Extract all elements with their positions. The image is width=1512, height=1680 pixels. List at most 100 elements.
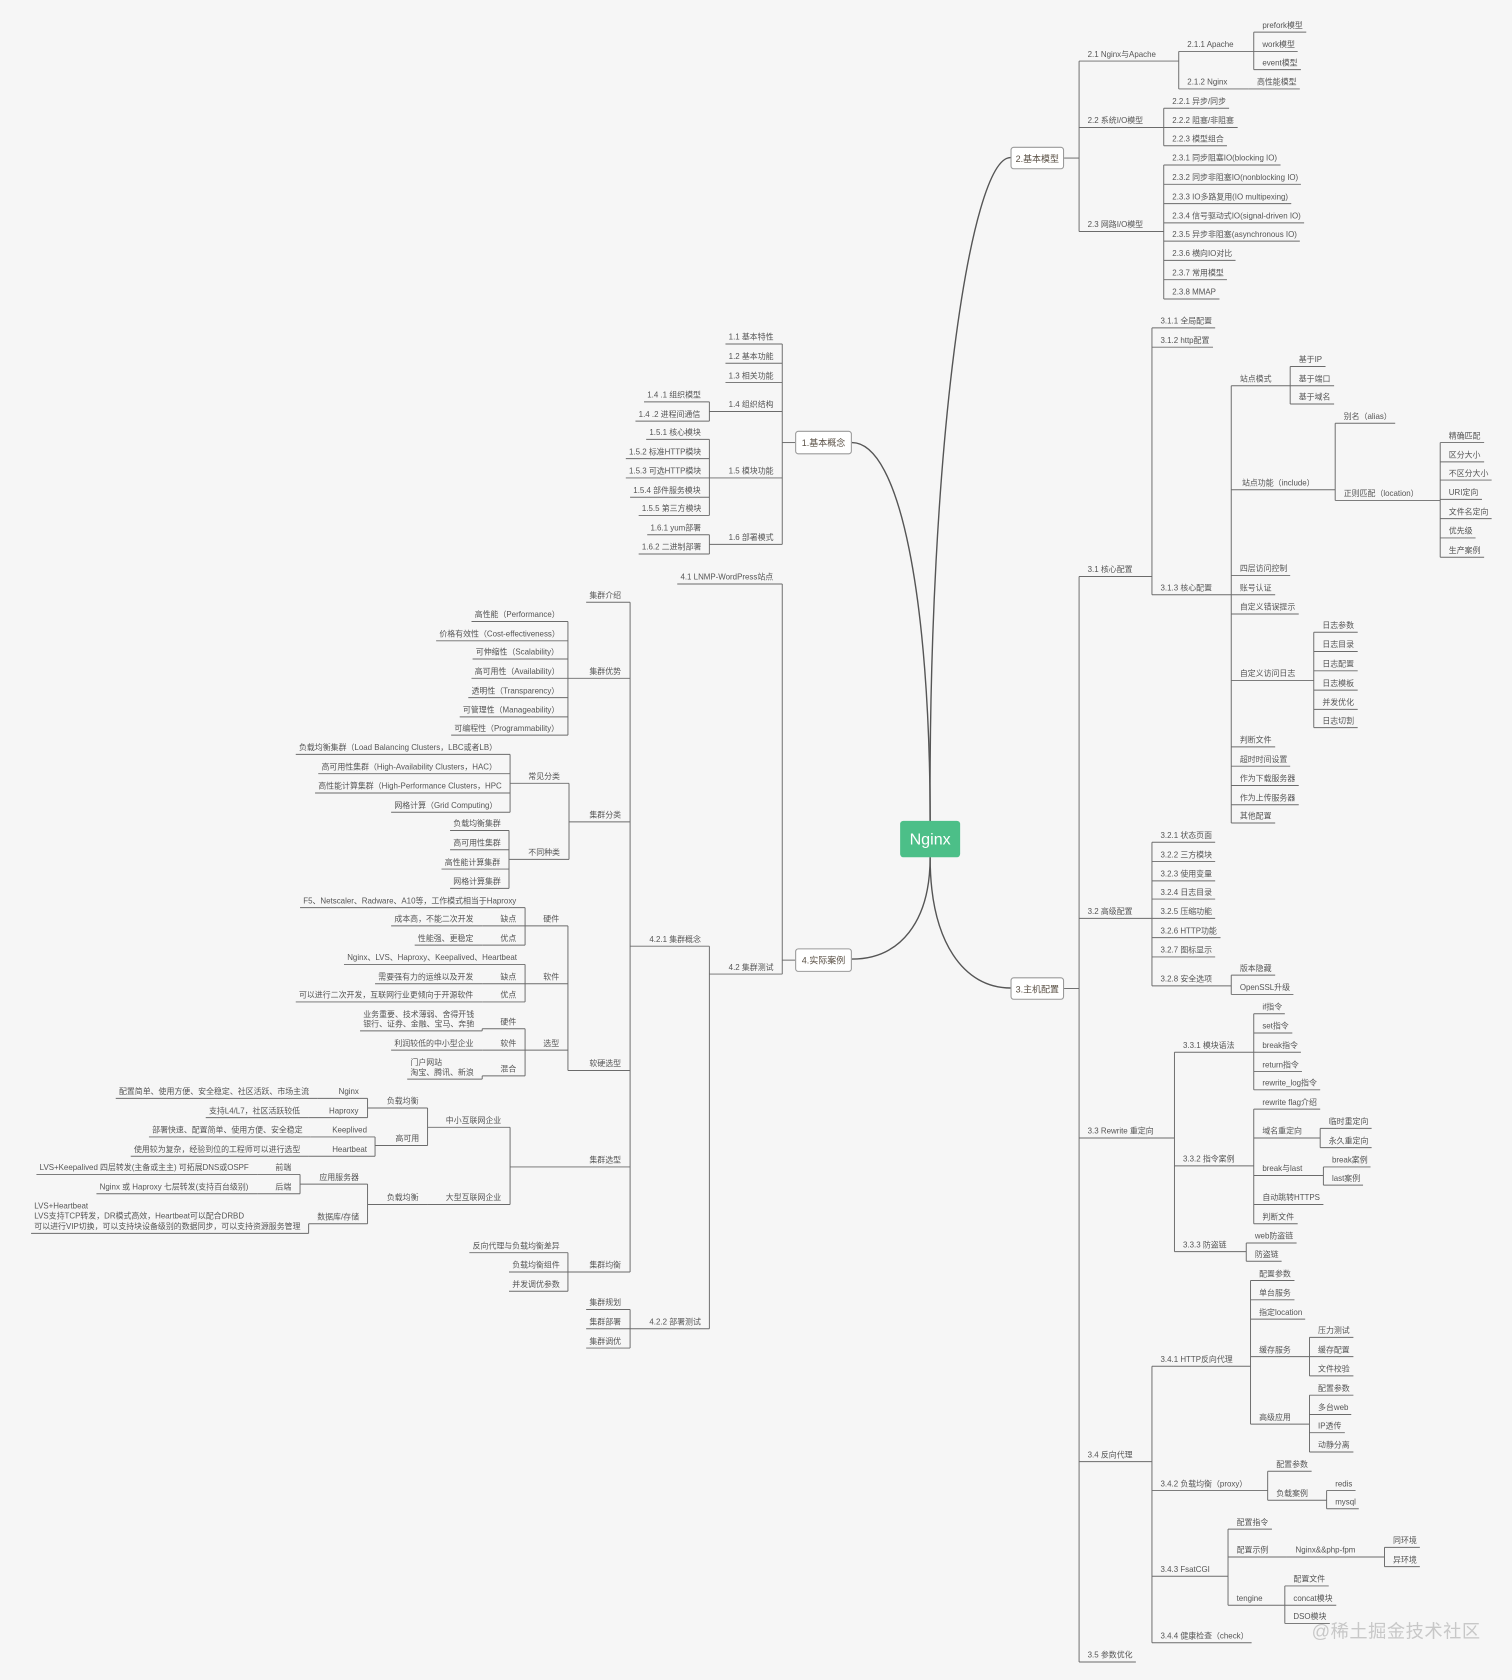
mindmap-topic[interactable]: 精确匹配	[1448, 430, 1481, 440]
mindmap-topic[interactable]: 不同种类	[528, 847, 560, 857]
mindmap-topic[interactable]: 负载均衡集群	[453, 818, 501, 828]
mindmap-topic[interactable]: 多台web	[1318, 1402, 1349, 1412]
mindmap-topic[interactable]: 支持L4/L7，社区活跃较低	[208, 1105, 301, 1115]
mindmap-topic[interactable]: 可伸缩性（Scalability）	[475, 646, 559, 657]
mindmap-topic[interactable]: 集群分类	[589, 809, 622, 820]
mindmap-topic[interactable]: 高可用性集群（High-Availability Clusters，HAC）	[321, 761, 497, 772]
mindmap-topic[interactable]: 1.1 基本特性	[728, 331, 774, 342]
mindmap-topic[interactable]: 数据库/存储	[317, 1211, 359, 1222]
mindmap-topic[interactable]: 高级应用	[1259, 1411, 1291, 1422]
mindmap-topic[interactable]: 2.3.3 IO多路复用(IO multipexing)	[1172, 191, 1289, 201]
mindmap-topic[interactable]: 硬件	[500, 1016, 517, 1027]
mindmap-topic[interactable]: 3.2.2 三方模块	[1160, 849, 1213, 859]
mindmap-topic[interactable]: 2.2 系统I/O模型	[1087, 115, 1144, 125]
branch-topic[interactable]: 3.主机配置	[1010, 977, 1065, 1000]
mindmap-topic[interactable]: 负载案例	[1276, 1487, 1308, 1498]
mindmap-topic[interactable]: prefork模型	[1262, 19, 1303, 30]
mindmap-topic[interactable]: 自动跳转HTTPS	[1262, 1192, 1320, 1202]
mindmap-topic[interactable]: 临时重定向	[1328, 1116, 1369, 1126]
mindmap-topic[interactable]: 需要强有力的运维以及开发	[378, 971, 474, 982]
mindmap-topic[interactable]: 不区分大小	[1448, 467, 1489, 478]
mindmap-topic[interactable]: 3.1.2 http配置	[1160, 334, 1210, 345]
mindmap-topic[interactable]: 3.3 Rewrite 重定向	[1087, 1125, 1154, 1136]
mindmap-topic[interactable]: Nginx 或 Haproxy 七层转发(支持百台级别)	[99, 1181, 249, 1192]
mindmap-topic[interactable]: 高性能（Performance）	[474, 609, 560, 619]
mindmap-topic[interactable]: 3.3.3 防盗链	[1183, 1239, 1227, 1249]
mindmap-topic[interactable]: 判断文件	[1262, 1211, 1295, 1222]
mindmap-topic[interactable]: 2.3 网路I/O模型	[1087, 219, 1144, 229]
mindmap-topic[interactable]: last案例	[1331, 1172, 1361, 1183]
mindmap-topic[interactable]: 缓存服务	[1259, 1344, 1291, 1354]
mindmap-topic[interactable]: 3.2.6 HTTP功能	[1160, 925, 1217, 935]
mindmap-topic[interactable]: 选型	[543, 1037, 560, 1048]
mindmap-topic[interactable]: 1.5.3 可选HTTP模块	[629, 465, 702, 476]
mindmap-topic[interactable]: 2.3.7 常用模型	[1172, 267, 1224, 278]
mindmap-topic[interactable]: 使用较为复杂，经验到位的工程师可以进行选型	[133, 1143, 301, 1154]
mindmap-topic[interactable]: Nginx	[338, 1086, 359, 1096]
mindmap-topic[interactable]: redis	[1335, 1478, 1353, 1488]
mindmap-topic[interactable]: 集群规划	[589, 1297, 622, 1307]
mindmap-topic[interactable]: mysql	[1335, 1496, 1356, 1507]
mindmap-topic[interactable]: 缓存配置	[1318, 1344, 1350, 1354]
mindmap-topic[interactable]: 生产案例	[1448, 544, 1481, 555]
mindmap-topic[interactable]: 2.2.2 阻塞/非阻塞	[1172, 115, 1234, 125]
mindmap-topic[interactable]: 1.5.2 标准HTTP模块	[629, 446, 702, 456]
mindmap-topic[interactable]: 3.3.2 指令案例	[1183, 1153, 1235, 1164]
mindmap-topic[interactable]: 软硬选型	[589, 1058, 622, 1068]
mindmap-topic[interactable]: 优点	[500, 932, 517, 943]
mindmap-topic[interactable]: 基于IP	[1298, 354, 1323, 364]
mindmap-topic[interactable]: 3.4.1 HTTP反向代理	[1160, 1353, 1233, 1364]
mindmap-topic[interactable]: 1.5 模块功能	[728, 465, 774, 476]
mindmap-topic[interactable]: 负载均衡集群（Load Balancing Clusters，LBC或者LB）	[298, 742, 498, 752]
mindmap-topic[interactable]: 其他配置	[1239, 810, 1272, 821]
mindmap-topic[interactable]: 利润较低的中小型企业	[394, 1037, 474, 1048]
mindmap-topic[interactable]: 2.1.2 Nginx	[1187, 76, 1228, 87]
mindmap-topic[interactable]: rewrite flag介绍	[1262, 1096, 1317, 1107]
mindmap-topic[interactable]: 同环境	[1393, 1535, 1417, 1545]
mindmap-topic[interactable]: 1.5.4 部件服务模块	[633, 484, 701, 495]
mindmap-topic[interactable]: OpenSSL升级	[1239, 982, 1291, 992]
mindmap-topic[interactable]: 高可用性集群	[453, 837, 501, 848]
mindmap-topic[interactable]: web防盗链	[1254, 1230, 1294, 1241]
mindmap-topic[interactable]: 配置文件	[1293, 1573, 1326, 1584]
mindmap-topic[interactable]: 集群均衡	[589, 1259, 622, 1270]
mindmap-topic[interactable]: 配置参数	[1259, 1268, 1291, 1278]
mindmap-topic[interactable]: 3.2.4 日志目录	[1160, 886, 1213, 897]
mindmap-topic[interactable]: 站点模式	[1239, 373, 1272, 384]
mindmap-topic[interactable]: 1.5.1 核心模块	[649, 427, 701, 437]
mindmap-topic[interactable]: 3.2.7 图标显示	[1160, 944, 1213, 955]
mindmap-topic[interactable]: 3.2.1 状态页面	[1160, 829, 1213, 840]
mindmap-topic[interactable]: 并发调优参数	[512, 1278, 560, 1289]
mindmap-topic[interactable]: 并发优化	[1322, 697, 1355, 707]
mindmap-topic[interactable]: 4.2 集群测试	[728, 961, 774, 972]
mindmap-topic[interactable]: 集群调优	[589, 1335, 622, 1346]
mindmap-topic[interactable]: 日志参数	[1322, 619, 1355, 630]
mindmap-topic[interactable]: 配置参数	[1318, 1382, 1350, 1393]
mindmap-topic[interactable]: 网格计算（Grid Computing）	[394, 799, 498, 810]
mindmap-topic[interactable]: LVS+Heartbeat LVS支持TCP转发，DR模式高效，Heartbea…	[34, 1200, 301, 1231]
mindmap-topic[interactable]: 2.2.1 异步/同步	[1172, 95, 1227, 106]
mindmap-topic[interactable]: break与last	[1262, 1163, 1303, 1173]
mindmap-topic[interactable]: 配置示例	[1236, 1544, 1269, 1555]
mindmap-topic[interactable]: 2.2.3 模型组合	[1172, 133, 1224, 144]
mindmap-topic[interactable]: 2.1.1 Apache	[1187, 39, 1234, 49]
mindmap-topic[interactable]: 透明性（Transparency）	[471, 685, 560, 695]
mindmap-topic[interactable]: 1.6.2 二进制部署	[641, 541, 702, 552]
mindmap-topic[interactable]: LVS+Keepalived 四层转发(主备或主主) 可拓展DNS或OSPF	[39, 1162, 249, 1172]
mindmap-topic[interactable]: 域名重定向	[1262, 1125, 1302, 1136]
mindmap-topic[interactable]: 集群部署	[589, 1316, 622, 1327]
mindmap-topic[interactable]: 2.3.1 同步阻塞IO(blocking IO)	[1172, 152, 1278, 163]
mindmap-topic[interactable]: 账号认证	[1239, 582, 1272, 593]
mindmap-topic[interactable]: 3.1.3 核心配置	[1160, 582, 1213, 593]
mindmap-topic[interactable]: 可管理性（Manageability）	[462, 704, 560, 715]
mindmap-topic[interactable]: 负载均衡组件	[512, 1259, 560, 1270]
mindmap-topic[interactable]: 永久重定向	[1328, 1135, 1369, 1145]
mindmap-topic[interactable]: 四层访问控制	[1239, 563, 1288, 573]
mindmap-topic[interactable]: Nginx&&php-fpm	[1295, 1544, 1356, 1555]
mindmap-topic[interactable]: 混合	[500, 1063, 517, 1074]
mindmap-topic[interactable]: 判断文件	[1239, 734, 1272, 745]
mindmap-topic[interactable]: 集群介绍	[589, 589, 622, 600]
mindmap-topic[interactable]: 常见分类	[528, 771, 560, 781]
mindmap-topic[interactable]: 作为上传服务器	[1239, 792, 1296, 803]
mindmap-topic[interactable]: concat模块	[1293, 1592, 1333, 1603]
